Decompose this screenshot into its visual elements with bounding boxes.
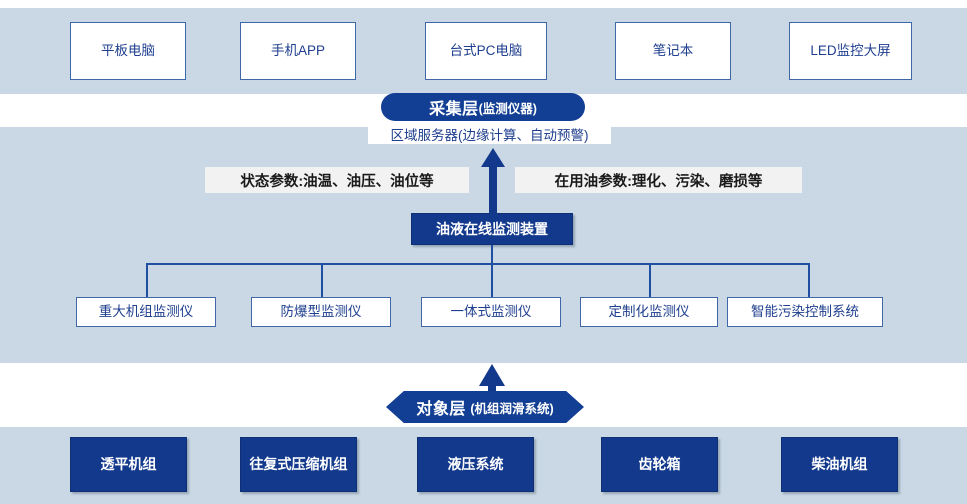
arrow-objects-to-devices bbox=[479, 364, 505, 406]
terminal-device-label: LED监控大屏 bbox=[810, 43, 891, 59]
connector-drop-3 bbox=[491, 263, 493, 299]
connector-drop-5 bbox=[808, 263, 810, 299]
monitor-variant-label: 定制化监测仪 bbox=[608, 304, 690, 320]
object-label: 透平机组 bbox=[100, 456, 157, 473]
object-layer-title: 对象层 bbox=[416, 401, 466, 418]
monitor-variant-label: 防爆型监测仪 bbox=[280, 304, 362, 320]
connector-bus bbox=[146, 263, 810, 265]
object-box-5[interactable]: 柴油机组 bbox=[781, 437, 898, 492]
terminal-device-box-3[interactable]: 台式PC电脑 bbox=[425, 22, 547, 80]
regional-server-box[interactable]: 区域服务器(边缘计算、自动预警) bbox=[368, 124, 611, 144]
object-label: 柴油机组 bbox=[811, 456, 868, 473]
monitor-variant-label: 智能污染控制系统 bbox=[751, 304, 859, 320]
terminal-device-label: 台式PC电脑 bbox=[449, 43, 523, 59]
collection-layer-subtitle: (监测仪器) bbox=[478, 101, 537, 116]
connector-drop-4 bbox=[649, 263, 651, 299]
terminal-device-label: 笔记本 bbox=[652, 43, 694, 59]
monitor-variant-box-1[interactable]: 重大机组监测仪 bbox=[76, 297, 216, 327]
state-parameters-label: 状态参数:油温、油压、油位等 bbox=[240, 173, 434, 190]
terminal-device-label: 手机APP bbox=[270, 43, 325, 59]
monitor-variant-label: 一体式监测仪 bbox=[450, 304, 532, 320]
collection-layer-banner: 采集层(监测仪器) bbox=[381, 93, 585, 121]
monitor-variant-box-4[interactable]: 定制化监测仪 bbox=[580, 297, 718, 327]
regional-server-label: 区域服务器(边缘计算、自动预警) bbox=[390, 128, 589, 143]
oil-parameters-label: 在用油参数:理化、污染、磨损等 bbox=[554, 173, 763, 190]
object-label: 液压系统 bbox=[447, 456, 504, 473]
object-box-4[interactable]: 齿轮箱 bbox=[601, 437, 718, 492]
oil-parameters-chip: 在用油参数:理化、污染、磨损等 bbox=[515, 167, 802, 193]
object-box-1[interactable]: 透平机组 bbox=[70, 437, 187, 492]
monitor-variant-box-5[interactable]: 智能污染控制系统 bbox=[727, 297, 883, 327]
terminal-device-box-2[interactable]: 手机APP bbox=[240, 22, 356, 80]
monitor-variant-box-3[interactable]: 一体式监测仪 bbox=[421, 297, 561, 327]
collection-layer-title: 采集层 bbox=[429, 101, 479, 118]
monitor-variant-label: 重大机组监测仪 bbox=[98, 304, 194, 320]
arrow-up-icon bbox=[479, 364, 505, 406]
terminal-device-label: 平板电脑 bbox=[101, 43, 155, 59]
object-label: 齿轮箱 bbox=[638, 456, 681, 473]
connector-drop-1 bbox=[146, 263, 148, 299]
online-oil-monitor-label: 油液在线监测装置 bbox=[436, 220, 548, 237]
terminal-device-box-1[interactable]: 平板电脑 bbox=[70, 22, 186, 80]
terminal-device-box-4[interactable]: 笔记本 bbox=[615, 22, 731, 80]
connector-drop-2 bbox=[321, 263, 323, 299]
object-layer-subtitle: (机组润滑系统) bbox=[470, 401, 554, 416]
object-box-2[interactable]: 往复式压缩机组 bbox=[240, 437, 357, 492]
terminal-device-box-5[interactable]: LED监控大屏 bbox=[789, 22, 912, 80]
object-box-3[interactable]: 液压系统 bbox=[417, 437, 534, 492]
arrow-up-icon bbox=[481, 148, 505, 220]
monitor-variant-box-2[interactable]: 防爆型监测仪 bbox=[251, 297, 391, 327]
state-parameters-chip: 状态参数:油温、油压、油位等 bbox=[205, 167, 469, 193]
arrow-device-to-server bbox=[481, 148, 505, 220]
connector-trunk bbox=[491, 245, 493, 263]
object-layer-banner: 对象层 (机组润滑系统) bbox=[386, 391, 584, 423]
object-label: 往复式压缩机组 bbox=[249, 456, 348, 473]
